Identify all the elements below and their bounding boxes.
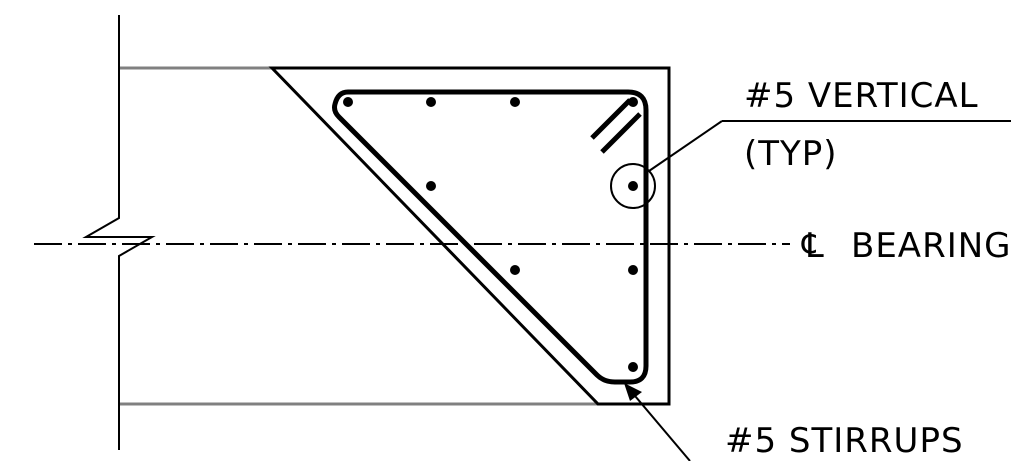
bearing-label: BEARING bbox=[851, 226, 1011, 266]
stirrups-label: #5 STIRRUPS bbox=[725, 421, 964, 461]
typ-label: (TYP) bbox=[744, 134, 838, 174]
callout-circle bbox=[610, 163, 656, 209]
rebar-dot bbox=[628, 362, 638, 372]
rebar-dot bbox=[426, 97, 436, 107]
stirrup-hook-1 bbox=[590, 98, 632, 140]
rebar-dot bbox=[510, 265, 520, 275]
stirrup-bar bbox=[332, 89, 649, 385]
vertical-bar-label: #5 VERTICAL bbox=[744, 76, 979, 116]
stirrup-hook-2 bbox=[600, 112, 642, 154]
stirrups-arrowhead bbox=[624, 383, 642, 401]
vertical-bar-leader bbox=[648, 120, 723, 172]
rebar-dot bbox=[510, 97, 520, 107]
break-line bbox=[82, 15, 156, 450]
concrete-block-outline bbox=[268, 66, 671, 406]
rebar-dot bbox=[628, 265, 638, 275]
rebar-dot bbox=[628, 97, 638, 107]
centerline-symbol: ℄ bbox=[801, 226, 825, 266]
rebar-dot bbox=[343, 97, 353, 107]
rebar-dot bbox=[426, 181, 436, 191]
stirrups-leader bbox=[629, 389, 691, 461]
rebar-dot bbox=[628, 181, 638, 191]
